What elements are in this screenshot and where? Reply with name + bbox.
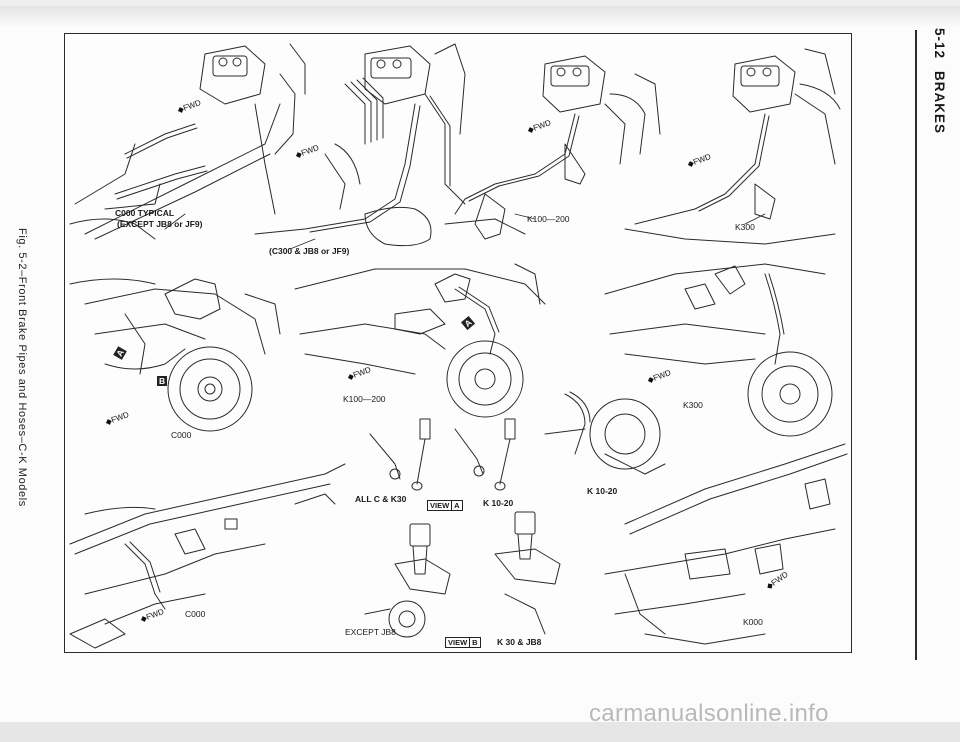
label-k300-mid: K300	[683, 400, 703, 410]
label-k10-20-right: K 10-20	[587, 486, 618, 496]
label-k10-20-view: K 10-20	[483, 498, 514, 508]
scan-shadow	[0, 6, 960, 28]
label-c000-mid: C000	[171, 430, 192, 440]
panel-k300-top	[624, 48, 841, 245]
panel-k100-200-wheel	[294, 263, 546, 418]
label-c000-typical: C000 TYPICAL	[115, 208, 175, 218]
panel-view-b-mounts	[364, 511, 561, 638]
label-except-jb8: EXCEPT JB8	[345, 627, 396, 637]
panel-view-a-fittings	[369, 418, 516, 491]
panel-k000-frame	[604, 443, 848, 645]
label-c000-bottom: C000	[185, 609, 206, 619]
section-number: 5-12	[932, 28, 947, 60]
panel-c000-frame	[69, 463, 346, 649]
label-all-c-k30: ALL C & K30	[355, 494, 407, 504]
label-k100-200-top: K100—200	[527, 214, 570, 224]
panel-c000-wheel	[69, 278, 281, 432]
page-bottom-band	[0, 722, 960, 742]
label-k000: K000	[743, 617, 763, 627]
figure-frame: C000 TYPICAL (EXCEPT JB8 or JF9) (C300 &…	[64, 33, 852, 653]
panel-c000-typical	[69, 43, 306, 240]
label-c300-jb8-jf9: (C300 & JB8 or JF9)	[269, 246, 350, 256]
label-k30-jb8: K 30 & JB8	[497, 637, 542, 647]
page-header: 5-12BRAKES	[932, 28, 947, 134]
section-title: BRAKES	[932, 71, 947, 135]
panel-k300-wheel	[604, 263, 833, 437]
site-watermark: carmanualsonline.info	[589, 700, 829, 727]
figure-caption: Fig. 5-2–Front Brake Pipes and Hoses–C-K…	[16, 228, 28, 507]
label-except-jb8-jf9: (EXCEPT JB8 or JF9)	[117, 219, 203, 229]
brake-diagram-illustration	[69, 43, 848, 649]
label-k100-200-mid: K100—200	[343, 394, 386, 404]
panel-k10-20-caliper	[544, 391, 666, 475]
callout-b: B	[157, 376, 168, 386]
panel-k100-200-top	[444, 55, 661, 240]
panel-c300-jb8	[254, 43, 466, 247]
label-k300-top: K300	[735, 222, 755, 232]
header-rule	[915, 30, 917, 660]
